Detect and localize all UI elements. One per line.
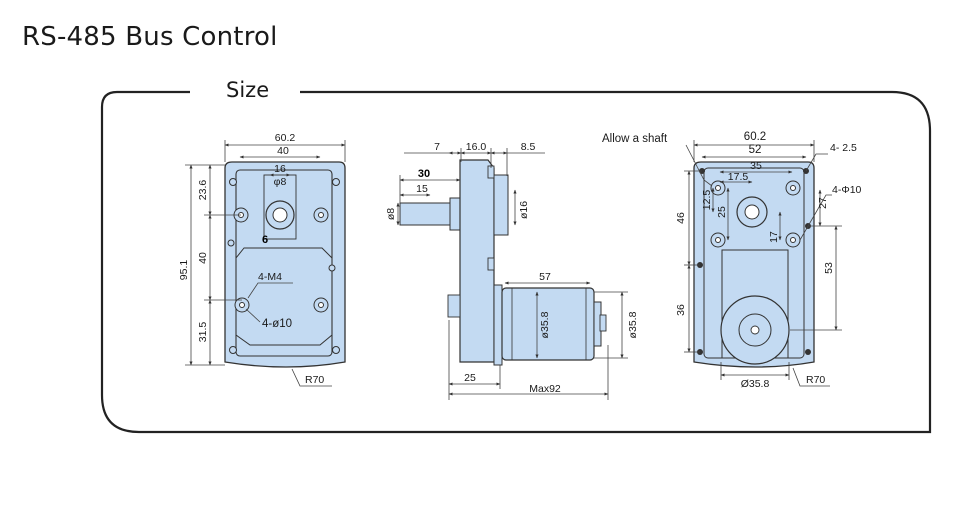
back-d125: 12.5 [701, 190, 713, 211]
back-radius-label: R70 [806, 374, 825, 386]
back-width-outer: 60.2 [744, 131, 766, 143]
front-height-top: 23.6 [197, 180, 209, 201]
front-height-total: 95.1 [178, 260, 190, 281]
front-screw-label: 4-M4 [258, 271, 282, 283]
front-height-mid: 40 [197, 252, 209, 264]
back-d175: 17.5 [728, 171, 749, 183]
front-width-inner: 40 [277, 145, 289, 157]
back-d25: 25 [716, 206, 728, 218]
side-d30: 30 [418, 168, 430, 180]
side-d15: 15 [416, 183, 428, 195]
back-d36: 36 [675, 304, 687, 316]
side-d7: 7 [434, 141, 440, 153]
back-allow-shaft: Allow a shaft [602, 133, 668, 145]
back-d35: 35 [750, 160, 762, 172]
side-d16: 16.0 [466, 141, 487, 153]
back-screw-label: 4- 2.5 [830, 142, 857, 154]
front-width-outer: 60.2 [275, 132, 296, 144]
back-d17: 17 [768, 231, 780, 243]
front-hole-label: 4-ø10 [262, 318, 292, 330]
back-hole-label: 4-Φ10 [832, 184, 862, 196]
front-shaft-dia: φ8 [274, 176, 287, 188]
side-view: 7 16.0 8.5 30 15 ø8 ø16 57 ø35.8 ø35.8 2… [385, 141, 639, 400]
panel-frame [100, 90, 932, 434]
side-motor-len: 57 [539, 271, 551, 283]
back-motor-dia: Ø35.8 [741, 378, 770, 390]
side-boss-dia: ø16 [518, 201, 530, 219]
front-height-bottom: 31.5 [197, 322, 209, 343]
back-view: Allow a shaft 60.2 52 35 17.5 12.5 25 17… [602, 131, 862, 390]
side-d85: 8.5 [521, 141, 536, 153]
back-d27: 27 [817, 197, 829, 209]
side-max-len: Max92 [529, 383, 561, 395]
front-flat: 6 [262, 234, 268, 246]
back-width-inner: 52 [749, 144, 762, 156]
front-shaft-spacing: 16 [274, 163, 286, 175]
front-radius-label: R70 [305, 374, 324, 386]
front-view: 60.2 40 16 φ8 6 95.1 23.6 40 31.5 4-M4 4… [178, 132, 346, 387]
side-d25: 25 [464, 372, 476, 384]
side-motor-dia-a: ø35.8 [539, 311, 551, 338]
side-motor-dia-b: ø35.8 [627, 311, 639, 338]
side-shaft-dia: ø8 [385, 208, 397, 220]
page-title: RS-485 Bus Control [22, 22, 278, 52]
back-d46: 46 [675, 212, 687, 224]
panel-label: Size [224, 78, 272, 102]
back-d53: 53 [823, 262, 835, 274]
